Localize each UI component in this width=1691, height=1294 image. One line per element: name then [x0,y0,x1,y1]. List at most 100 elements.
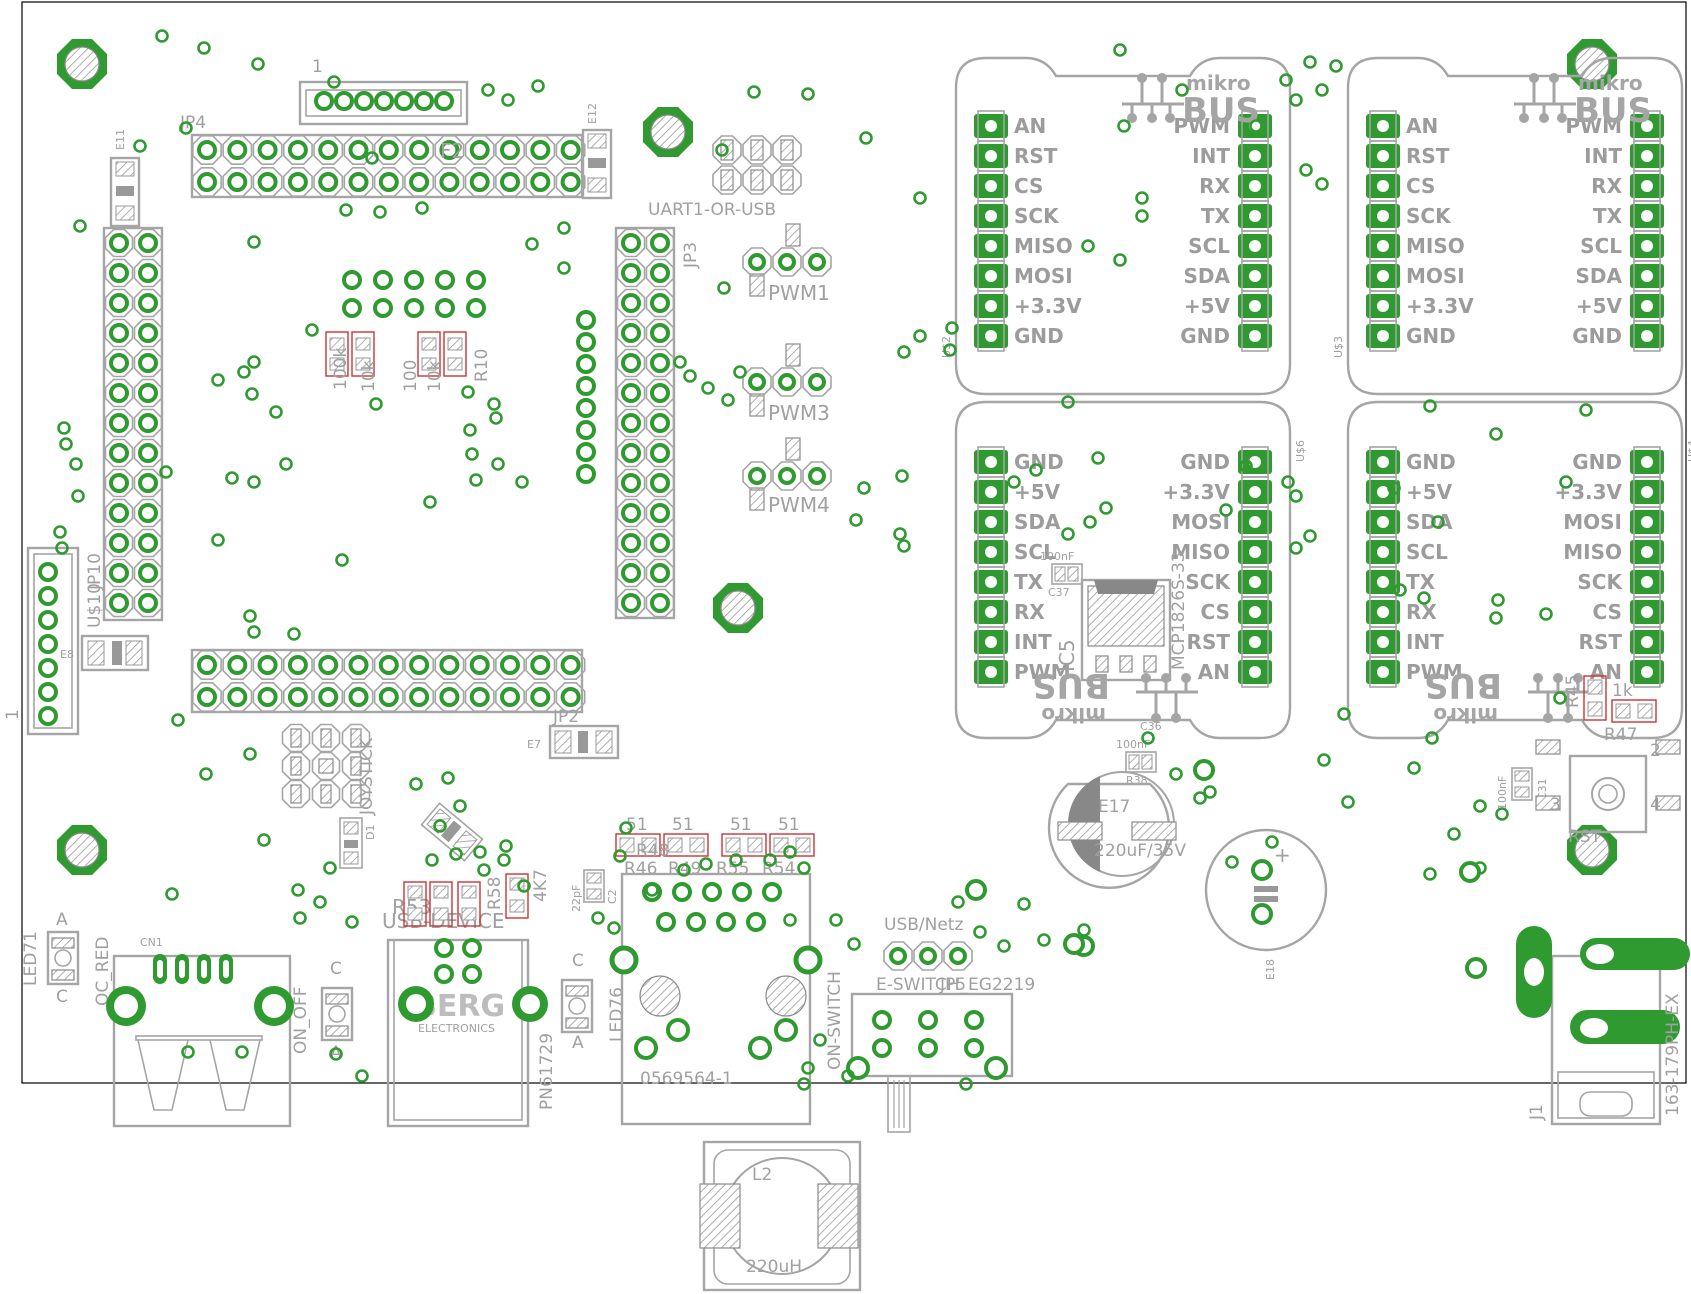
mikrobus-logo-top: mikro [1433,703,1498,727]
e7-label: E7 [527,738,541,751]
via [313,895,327,909]
mikrobus-pin-label-right: +5V [1184,294,1231,318]
via [369,397,383,411]
bottom-header-pin [257,687,278,707]
left-header-pin [109,353,129,373]
header-jp3: JP3 [614,226,701,620]
regulator-ic5: IC5 MCP1826S-33 [1055,551,1189,682]
r46-label: R46 [624,859,657,879]
mikrobus-pin-label-left: TX [1014,570,1044,594]
via [71,489,85,503]
bottom-header-pin [227,655,248,675]
rj45-connector: 0569564-1 [609,872,823,1126]
via [1447,827,1461,841]
jp3-pin [650,413,670,433]
usb-device-connector: BERG ELECTRONICS USB-DEVICE R53 PN61729 [382,895,557,1128]
mikrobus-pin-label-right: RST [1187,630,1231,654]
via [1387,481,1401,495]
mikrobus-pin-label-left: GND [1406,324,1456,348]
left-header-pin [138,443,158,463]
via [715,143,729,157]
via [913,329,927,343]
mikrobus-pin-label-left: SCK [1406,204,1452,228]
c31-label: C31 [1536,778,1549,800]
pwm1-label: PWM1 [768,281,830,305]
jp3-pin [621,503,641,523]
via [501,93,515,107]
via [1315,177,1329,191]
power-jack-j1: J1 163-179PH-EX [1516,926,1690,1126]
jp10-pin [38,562,58,582]
via [339,203,353,217]
mikrobus-pin-label-left: SDA [1406,510,1453,534]
l2-value: 220uH [746,1257,802,1277]
mounting-hole [57,825,107,875]
reset-button[interactable]: 2 3 4 RST [1535,739,1681,847]
r55-value: 51 [730,815,752,835]
jp4-pin [439,140,460,160]
capacitor-c2: 22pF C2 [570,869,619,912]
us10-label: U$10 [85,583,105,628]
jp3-pin [621,293,641,313]
jp10-pin [38,634,58,654]
via [1341,795,1355,809]
joystick-label: JOYSTICK [357,737,377,816]
bottom-header-pin [500,655,520,675]
jp4-pin [409,140,430,160]
top-connector-pin [354,91,374,111]
pwm-pin [778,467,796,485]
mikrobus-pin-label-right: +3.3V [1554,480,1622,504]
c22pf-label: 22pF [570,885,583,912]
jp3-pin [621,593,641,613]
vertical-header-pin [576,376,596,396]
usb-device-pad [434,964,454,984]
via [1091,451,1105,465]
mikrobus-logo-top: mikro [1186,71,1251,95]
connector-top-7pin: 1 [298,57,469,126]
jp10-pin [38,586,58,606]
via [1417,591,1431,605]
via [243,747,257,761]
res-array-pad [342,270,362,290]
pwm-pin [748,373,766,391]
via [491,457,505,471]
uart-label: UART1-OR-USB [648,200,776,220]
capacitor-pad [1251,903,1273,925]
via [171,713,185,727]
via [677,863,691,877]
capacitor-pad [1193,759,1215,781]
via [783,913,797,927]
usb-device-pad [434,938,454,958]
via [997,939,1011,953]
jp4-pin [287,172,308,192]
via [449,847,463,861]
via [733,365,747,379]
via [1289,541,1303,555]
res-100k-label: 100k [331,348,351,390]
via [1061,395,1075,409]
l2-label: L2 [752,1165,772,1185]
jp4-pin [500,140,520,160]
via [465,447,479,461]
jp3-pin [650,323,670,343]
via [247,355,261,369]
mikrobus-socket-label: U$6 [1294,440,1307,462]
mikrobus-pin-label-left: PWM [1014,660,1071,684]
e18-plus: + [1274,843,1291,867]
on-switch[interactable]: ON-SWITCH E-SWITCH_EG2219 [825,971,1035,1133]
jumper-jp2: JP2 E7 [527,707,620,760]
via [247,475,261,489]
via [801,1061,815,1075]
left-header-pin [109,443,129,463]
via-large [1459,861,1481,883]
top-connector-pin [314,91,334,111]
mikrobus-pin-label-right: RX [1199,174,1230,198]
mikrobus-pin-label-right: INT [1192,144,1230,168]
via [1113,253,1127,267]
capacitor-c37: 100nF C37 [1040,550,1083,599]
via [1303,529,1317,543]
via [293,911,307,925]
